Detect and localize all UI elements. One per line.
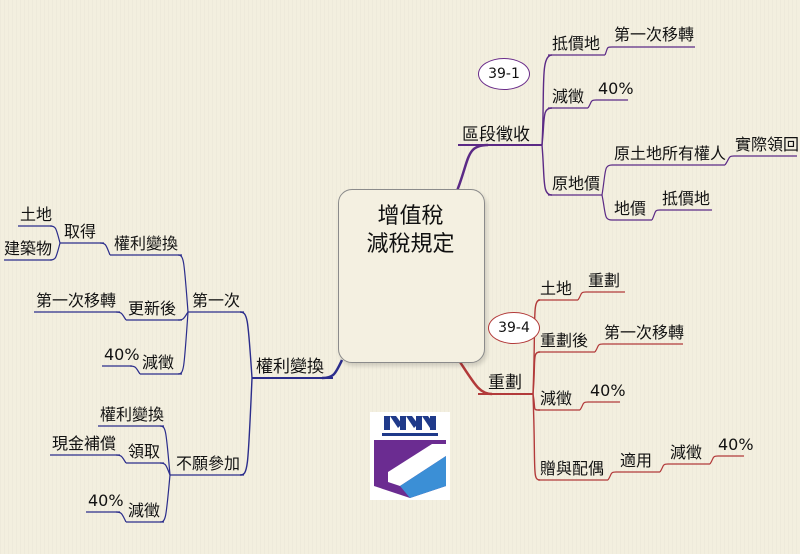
node-actual-receive[interactable]: 實際領回 [735,135,800,154]
node-cash-comp[interactable]: 現金補償 [52,434,117,453]
node-not-willing[interactable]: 不願參加 [176,454,241,473]
central-topic-text: 增值稅 減稅規定 [338,203,483,259]
badge-39-4: 39-4 [488,312,540,344]
node-acquire[interactable]: 取得 [64,222,97,241]
node-offset-land[interactable]: 抵價地 [552,34,601,53]
node-redistrict-sub[interactable]: 重劃 [588,271,621,290]
node-pct-top[interactable]: 40% [598,79,634,98]
node-building[interactable]: 建築物 [4,239,53,258]
publisher-logo [370,412,450,500]
node-first-transfer-left[interactable]: 第一次移轉 [36,291,117,310]
node-after-redistrict[interactable]: 重劃後 [540,331,589,350]
node-land-left[interactable]: 土地 [20,205,53,224]
central-topic-box[interactable] [338,189,485,363]
node-receive[interactable]: 領取 [128,442,161,461]
node-offset-land-2[interactable]: 抵價地 [662,189,711,208]
central-topic-line-2: 減稅規定 [366,232,455,257]
node-district-expropriation[interactable]: 區段徵收 [462,125,530,145]
node-original-price[interactable]: 原地價 [552,174,601,193]
node-rights-exchange-nw[interactable]: 權利變換 [100,405,165,424]
node-pct-right[interactable]: 40% [590,381,626,400]
node-pct-right-2[interactable]: 40% [718,435,754,454]
node-pct-left[interactable]: 40% [104,345,140,364]
node-reduce-nw[interactable]: 減徵 [128,501,161,520]
node-reduce-right-2[interactable]: 減徵 [670,443,703,462]
node-pct-nw[interactable]: 40% [88,491,124,510]
node-gift-spouse[interactable]: 贈與配偶 [540,459,605,478]
node-rights-exchange-first[interactable]: 權利變換 [114,234,179,253]
connector-center-left [321,359,344,380]
node-rights-exchange[interactable]: 權利變換 [256,357,324,377]
node-first-time[interactable]: 第一次 [192,291,241,310]
node-first-transfer-right[interactable]: 第一次移轉 [604,323,685,342]
badge-39-1: 39-1 [478,58,530,90]
node-original-owner[interactable]: 原土地所有權人 [614,144,727,163]
node-land-price[interactable]: 地價 [614,199,647,218]
node-after-renewal[interactable]: 更新後 [128,299,177,318]
node-reduce-top[interactable]: 減徵 [552,87,585,106]
node-reduce-left[interactable]: 減徵 [142,353,175,372]
node-reduce-right[interactable]: 減徵 [540,389,573,408]
logo-graphic [370,412,450,500]
node-applies[interactable]: 適用 [620,451,653,470]
node-first-transfer-top[interactable]: 第一次移轉 [614,25,695,44]
node-redistrict[interactable]: 重劃 [488,373,522,393]
central-topic-line-1: 增值稅 [377,204,444,229]
node-land-right[interactable]: 土地 [540,279,573,298]
